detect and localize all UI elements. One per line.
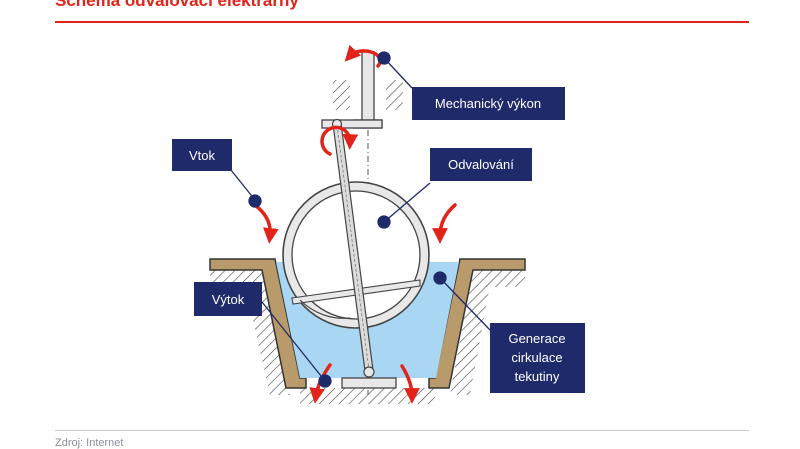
inflow-arrow-right [432,203,457,244]
outflow-arrow-right [400,364,420,404]
callout-leaders [230,51,491,388]
svg-text:tekutiny: tekutiny [515,369,560,384]
source-note: Zdroj: Internet [55,437,124,449]
svg-text:Generace: Generace [508,331,565,346]
page-title: Schéma odvalovací elektrárny [55,0,299,10]
svg-text:cirkulace: cirkulace [511,350,562,365]
label-rolling: Odvalování [430,148,532,181]
svg-text:Vtok: Vtok [189,148,216,163]
inflow-arrow-left [253,203,279,244]
svg-text:Mechanický výkon: Mechanický výkon [435,96,541,111]
footer-divider [55,430,749,431]
svg-text:Výtok: Výtok [212,292,245,307]
flow-arrows [253,44,457,404]
crank-rod [331,118,397,389]
rod-rotation-arrow [320,125,359,156]
title-divider [55,21,749,23]
label-outflow: Výtok [194,282,262,316]
output-shaft [321,51,383,395]
label-inflow: Vtok [172,139,232,171]
label-fluid-circulation: Generace cirkulace tekutiny [490,323,585,393]
svg-text:Odvalování: Odvalování [448,157,514,172]
label-mechanical-output: Mechanický výkon [412,87,565,120]
